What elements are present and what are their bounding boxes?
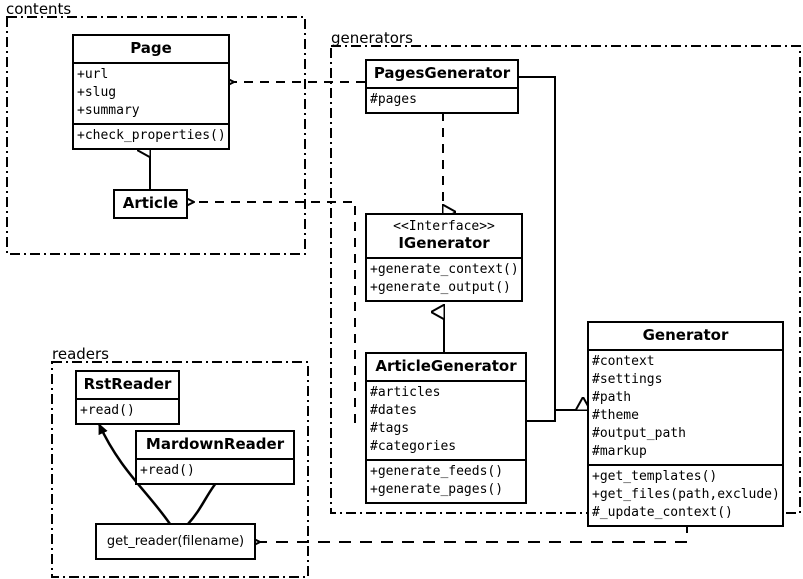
- package-border-contents: [6, 16, 306, 255]
- method: #_update_context(): [592, 504, 733, 520]
- class-page-title: Page: [130, 39, 172, 57]
- dependency-articlegenerator-to-article: [194, 202, 356, 423]
- attribute: #theme: [592, 408, 639, 424]
- class-rst-reader[interactable]: RstReader +read(): [75, 370, 180, 426]
- divider: [367, 459, 525, 461]
- attribute: #output_path: [592, 426, 686, 441]
- package-label-contents: contents: [6, 0, 72, 18]
- package-label-readers: readers: [52, 345, 109, 363]
- generalization-pagesgenerator-to-generator: [519, 76, 556, 410]
- class-pages-generator-attributes: #pages: [367, 89, 517, 112]
- package-border-readers: [51, 361, 309, 578]
- divider: [367, 87, 517, 90]
- divider: [74, 62, 228, 65]
- class-rst-reader-title: RstReader: [83, 375, 172, 393]
- attribute: +slug: [77, 85, 117, 101]
- class-mardown-reader-title: MardownReader: [145, 435, 285, 453]
- class-article-title: Article: [122, 194, 179, 212]
- class-page-methods: +check_properties(): [74, 125, 228, 148]
- class-pages-generator[interactable]: PagesGenerator #pages: [365, 59, 519, 115]
- function-get-reader[interactable]: get_reader(filename): [95, 523, 256, 560]
- class-article-generator-methods: +generate_feeds() +generate_pages(): [367, 461, 525, 502]
- divider: [74, 123, 228, 126]
- attribute: #path: [592, 390, 632, 406]
- package-label-generators: generators: [331, 29, 413, 47]
- attribute: #markup: [592, 443, 647, 459]
- divider: [367, 380, 525, 383]
- attribute: #categories: [370, 439, 457, 455]
- function-get-reader-label: get_reader(filename): [106, 534, 245, 549]
- return-getreader-to-rstreader: [97, 423, 172, 525]
- class-igenerator[interactable]: <<Interface>> IGenerator +generate_conte…: [365, 213, 523, 302]
- class-mardown-reader-methods: +read(): [137, 460, 293, 483]
- attribute: #tags: [370, 421, 410, 437]
- method: +generate_feeds(): [370, 464, 504, 479]
- method: +read(): [140, 463, 195, 479]
- class-generator[interactable]: Generator #context #settings #path #them…: [587, 321, 784, 527]
- class-mardown-reader[interactable]: MardownReader +read(): [135, 430, 295, 486]
- generalization-articlegenerator-to-generator: [527, 410, 556, 422]
- class-article-generator[interactable]: ArticleGenerator #articles #dates #tags …: [365, 352, 527, 504]
- class-page[interactable]: Page +url +slug +summary +check_properti…: [72, 34, 230, 150]
- divider: [589, 349, 782, 352]
- method: +check_properties(): [77, 128, 226, 144]
- method: +read(): [80, 403, 135, 419]
- dependency-generator-to-getreader: [260, 500, 688, 542]
- class-rst-reader-methods: +read(): [77, 400, 178, 423]
- class-generator-title: Generator: [642, 326, 729, 344]
- attribute: #articles: [370, 385, 441, 401]
- method: +get_templates(): [592, 468, 718, 484]
- attribute: #dates: [370, 403, 417, 419]
- class-igenerator-title: <<Interface>> IGenerator: [367, 215, 521, 257]
- attribute: #pages: [370, 92, 417, 108]
- method: +generate_context(): [370, 261, 519, 277]
- divider: [77, 398, 178, 401]
- divider: [137, 458, 293, 461]
- attribute: #context: [592, 354, 655, 370]
- class-igenerator-name: IGenerator: [398, 233, 490, 252]
- divider: [589, 463, 782, 466]
- class-page-attributes: +url +slug +summary: [74, 64, 228, 123]
- method: +generate_output(): [370, 279, 511, 295]
- attribute: +summary: [77, 103, 140, 119]
- class-article-generator-title: ArticleGenerator: [375, 357, 517, 375]
- class-igenerator-methods: +generate_context() +generate_output(): [367, 259, 521, 300]
- package-border-generators: [330, 45, 801, 514]
- class-generator-attributes: #context #settings #path #theme #output_…: [589, 351, 782, 464]
- method: +get_files(path,exclude): [592, 486, 780, 502]
- class-pages-generator-title: PagesGenerator: [373, 64, 511, 82]
- divider: [367, 256, 521, 259]
- class-article[interactable]: Article: [113, 189, 188, 220]
- class-igenerator-stereotype: <<Interface>>: [393, 219, 495, 234]
- method: +generate_pages(): [370, 481, 504, 497]
- attribute: +url: [77, 67, 109, 83]
- attribute: #settings: [592, 372, 663, 388]
- class-generator-methods: +get_templates() +get_files(path,exclude…: [589, 466, 782, 525]
- class-article-generator-attributes: #articles #dates #tags #categories: [367, 382, 525, 459]
